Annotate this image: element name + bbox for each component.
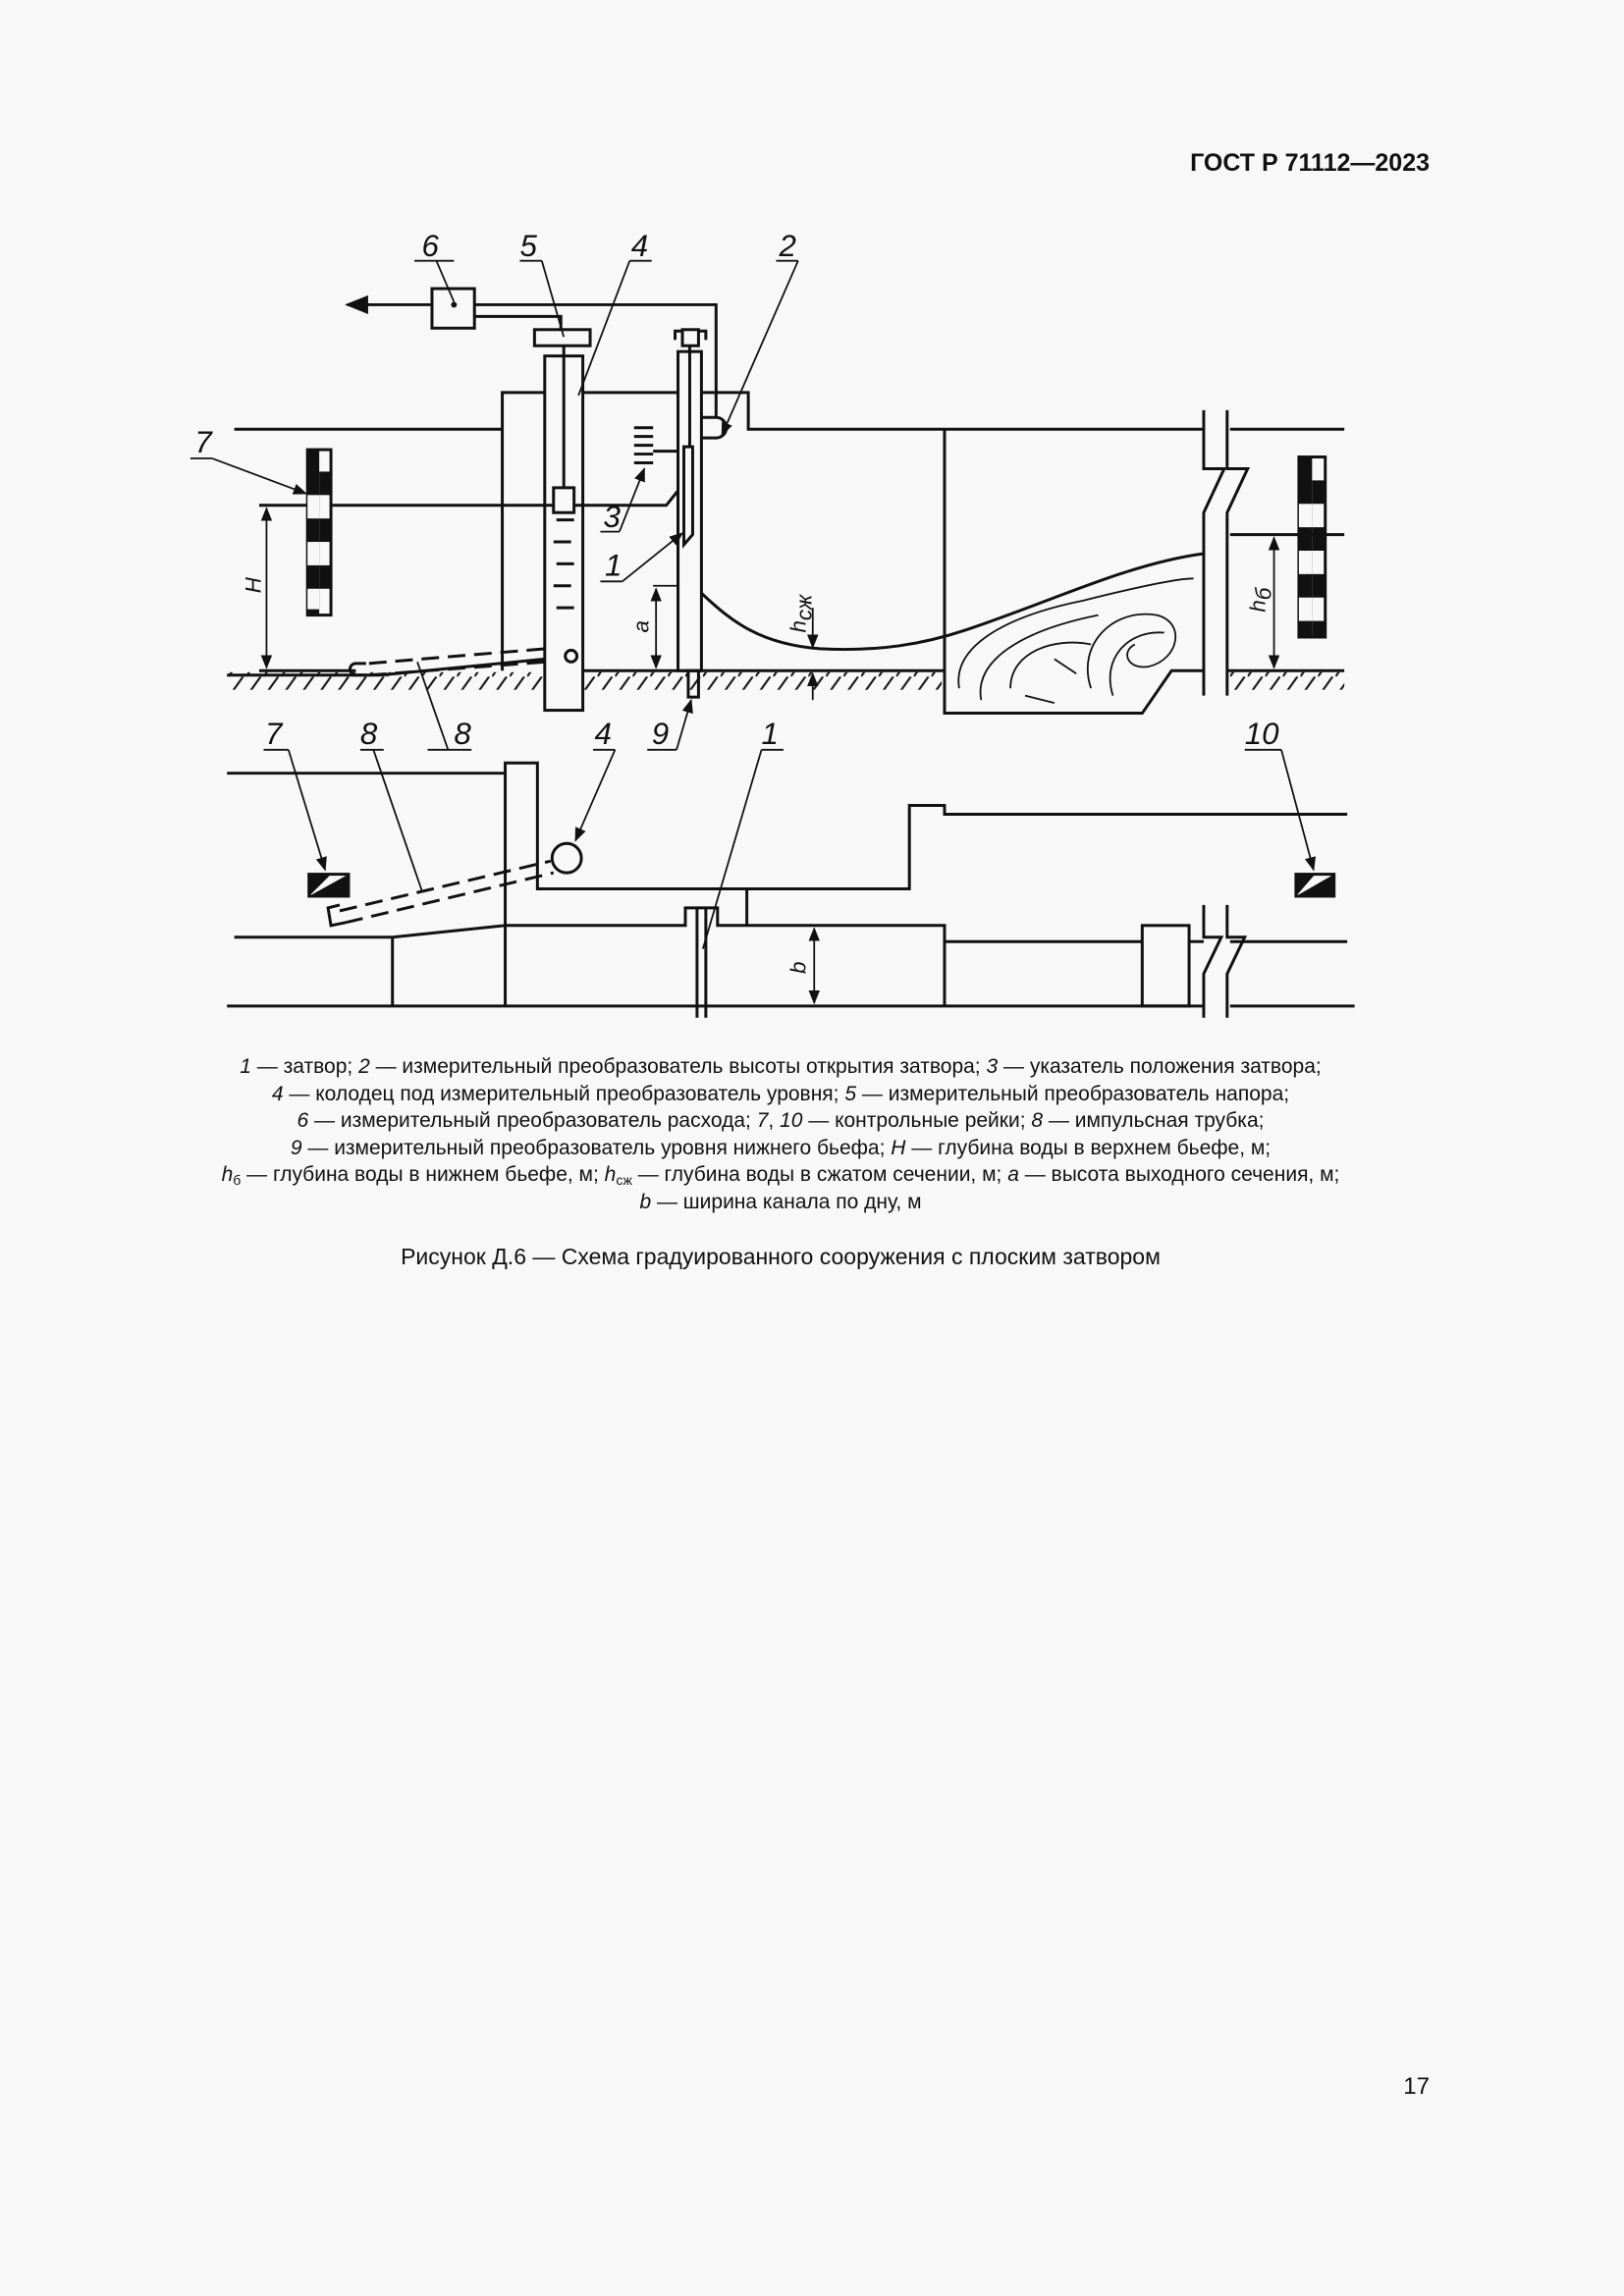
legend-text: — указатель положения затвора; bbox=[998, 1055, 1322, 1078]
float bbox=[552, 486, 576, 514]
legend-text: , bbox=[768, 1109, 781, 1132]
label-h-b: hб bbox=[1246, 586, 1276, 612]
section-view: 6 5 4 2 7 3 1 8 9 H a hсж hб bbox=[189, 229, 1345, 751]
ground-hatch-right bbox=[1226, 671, 1345, 690]
figure-legend: 1 — затвор; 2 — измерительный преобразов… bbox=[167, 1053, 1394, 1215]
label-plan-10: 10 bbox=[1245, 717, 1279, 751]
label-plan-7: 7 bbox=[265, 717, 284, 751]
impulse-tube bbox=[368, 647, 545, 666]
legend-text: б bbox=[233, 1172, 242, 1188]
water-surface-profile bbox=[700, 552, 1205, 652]
legend-text: — глубина воды в нижнем бьефе, м; bbox=[241, 1163, 605, 1186]
control-rail-10-plan bbox=[1294, 873, 1336, 898]
legend-line: 4 — колодец под измерительный преобразов… bbox=[167, 1081, 1394, 1108]
label-a: a bbox=[629, 620, 654, 632]
legend-line: 1 — затвор; 2 — измерительный преобразов… bbox=[167, 1053, 1394, 1081]
legend-symbol: 6 bbox=[297, 1109, 309, 1132]
legend-symbol: 2 bbox=[358, 1055, 370, 1078]
legend-symbol: b bbox=[639, 1190, 652, 1213]
legend-symbol: 4 bbox=[271, 1082, 284, 1105]
legend-text: — ширина канала по дну, м bbox=[651, 1190, 922, 1213]
legend-line: 9 — измерительный преобразователь уровня… bbox=[167, 1135, 1394, 1162]
label-5: 5 bbox=[519, 229, 537, 263]
label-6: 6 bbox=[422, 229, 440, 263]
legend-symbol: h bbox=[604, 1163, 617, 1186]
legend-text: — измерительный преобразователь напора; bbox=[856, 1082, 1290, 1105]
legend-text: — глубина воды в верхнем бьефе, м; bbox=[905, 1136, 1272, 1159]
label-plan-8: 8 bbox=[360, 717, 378, 751]
legend-symbol: 5 bbox=[844, 1082, 857, 1105]
legend-symbol: a bbox=[1007, 1163, 1019, 1186]
legend-symbol: h bbox=[221, 1163, 234, 1186]
well-plan bbox=[550, 841, 583, 875]
page-number: 17 bbox=[1403, 2073, 1430, 2100]
label-4: 4 bbox=[631, 229, 648, 263]
legend-text: — измерительный преобразователь высоты о… bbox=[369, 1055, 987, 1078]
legend-symbol: 9 bbox=[290, 1136, 302, 1159]
label-plan-1: 1 bbox=[762, 717, 779, 751]
label-3: 3 bbox=[603, 500, 621, 534]
legend-line: 6 — измерительный преобразователь расход… bbox=[167, 1107, 1394, 1135]
legend-symbol: 3 bbox=[986, 1055, 999, 1078]
tailwater-level-transducer bbox=[686, 668, 700, 699]
legend-symbol: 1 bbox=[240, 1055, 251, 1078]
label-plan-4: 4 bbox=[595, 717, 612, 751]
ground-hatch-mid bbox=[582, 671, 942, 690]
legend-symbol: 7 bbox=[756, 1109, 769, 1132]
label-H: H bbox=[241, 576, 265, 593]
legend-text: — измерительный преобразователь уровня н… bbox=[301, 1136, 892, 1159]
plan-view: 7 8 4 1 10 b bbox=[227, 717, 1355, 1018]
legend-text: — затвор; bbox=[250, 1055, 359, 1078]
legend-text: — глубина воды в сжатом сечении, м; bbox=[631, 1163, 1008, 1186]
legend-line: b — ширина канала по дну, м bbox=[167, 1189, 1394, 1216]
label-8: 8 bbox=[454, 717, 471, 751]
control-rail-7 bbox=[305, 448, 333, 617]
hydraulic-jump bbox=[957, 577, 1194, 704]
flow-transducer bbox=[430, 287, 476, 330]
label-h-szh: hсж bbox=[785, 593, 816, 632]
control-rail-10 bbox=[1297, 455, 1327, 639]
legend-text: — высота выходного сечения, м; bbox=[1018, 1163, 1340, 1186]
legend-text: — колодец под измерительный преобразоват… bbox=[283, 1082, 845, 1105]
document-header: ГОСТ Р 71112—2023 bbox=[1190, 149, 1430, 177]
label-1: 1 bbox=[605, 548, 622, 582]
label-7: 7 bbox=[194, 425, 213, 459]
label-b: b bbox=[785, 962, 810, 974]
legend-symbol: 8 bbox=[1031, 1109, 1044, 1132]
legend-text: сж bbox=[616, 1172, 632, 1188]
label-2: 2 bbox=[778, 229, 795, 263]
legend-text: — импульсная трубка; bbox=[1043, 1109, 1265, 1132]
legend-line: hб — глубина воды в нижнем бьефе, м; hсж… bbox=[167, 1161, 1394, 1189]
gate bbox=[682, 445, 694, 550]
control-rail-7-plan bbox=[307, 873, 351, 898]
label-9: 9 bbox=[652, 717, 669, 751]
legend-symbol: H bbox=[891, 1136, 906, 1159]
legend-symbol: 10 bbox=[780, 1109, 803, 1132]
legend-text: — контрольные рейки; bbox=[802, 1109, 1032, 1132]
legend-text: — измерительный преобразователь расхода; bbox=[308, 1109, 757, 1132]
figure-caption: Рисунок Д.6 — Схема градуированного соор… bbox=[401, 1244, 1161, 1269]
